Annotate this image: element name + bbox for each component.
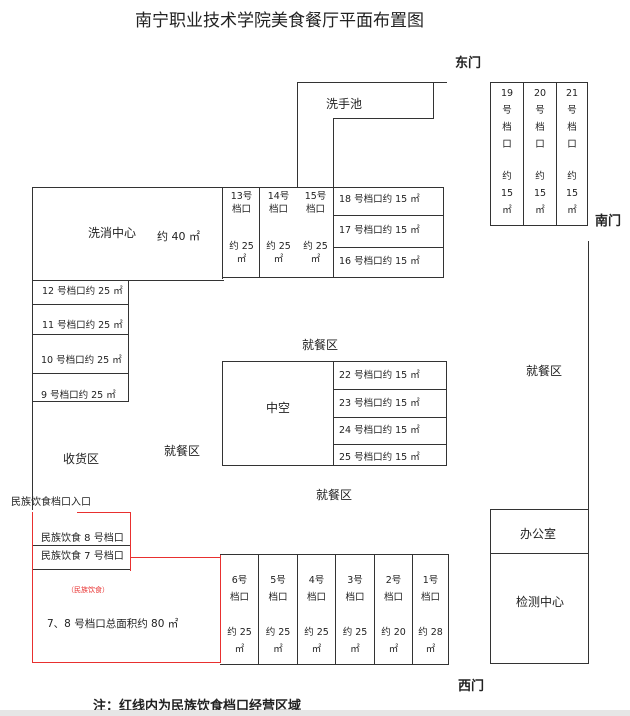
red-boundary — [77, 512, 130, 513]
wall — [32, 334, 128, 335]
wall — [32, 304, 128, 305]
wall — [259, 187, 260, 278]
stall-16: 16 号档口约 15 ㎡ — [339, 256, 420, 267]
wall — [333, 389, 446, 390]
wall — [490, 82, 587, 83]
dining-area-bottom: 就餐区 — [316, 488, 353, 502]
wall — [490, 553, 588, 554]
page-edge — [0, 710, 630, 716]
wall — [32, 373, 128, 374]
stall-25: 25 号档口约 15 ㎡ — [339, 452, 420, 463]
office-label: 办公室 — [520, 527, 557, 541]
wall — [220, 664, 448, 665]
wall — [335, 554, 336, 664]
wall — [222, 277, 444, 278]
dining-area-right: 就餐区 — [526, 364, 563, 378]
stall-18: 18 号档口约 15 ㎡ — [339, 194, 420, 205]
ethnic-entrance-label: 民族饮食档口入口 — [11, 497, 91, 508]
wall — [333, 417, 446, 418]
wall — [222, 361, 223, 466]
sink-label: 洗手池 — [326, 97, 363, 111]
wall — [490, 225, 587, 226]
wall — [490, 509, 491, 664]
ethnic-stall-8: 民族饮食 8 号档口 — [41, 533, 124, 544]
wall — [523, 82, 524, 226]
wall — [33, 569, 130, 570]
wall — [587, 82, 588, 226]
wall — [258, 554, 259, 664]
red-boundary — [32, 512, 33, 663]
wall — [333, 247, 443, 248]
west-gate-label: 西门 — [458, 679, 485, 694]
wall — [32, 187, 444, 188]
wall — [222, 465, 446, 466]
wall — [374, 554, 375, 664]
wall — [490, 663, 588, 664]
inspection-center-label: 检测中心 — [516, 595, 565, 609]
dining-area-left: 就餐区 — [164, 444, 201, 458]
atrium-label: 中空 — [266, 401, 291, 415]
ethnic-total-area: 7、8 号档口总面积约 80 ㎡ — [47, 618, 179, 630]
ethnic-stall-7: 民族饮食 7 号档口 — [41, 551, 124, 562]
wall — [333, 118, 434, 119]
wall — [443, 187, 444, 278]
wash-center-label: 洗消中心 — [88, 226, 137, 240]
wall — [297, 82, 447, 83]
wall — [333, 444, 446, 445]
wall — [32, 187, 33, 510]
wall — [220, 554, 448, 555]
stall-24: 24 号档口约 15 ㎡ — [339, 425, 420, 436]
wall — [490, 509, 588, 510]
wall — [222, 361, 446, 362]
wall — [297, 554, 298, 664]
wall — [556, 82, 557, 226]
red-boundary — [32, 662, 221, 663]
ethnic-tag: （民族饮食） — [67, 586, 109, 594]
wall — [33, 545, 130, 546]
stall-23: 23 号档口约 15 ㎡ — [339, 398, 420, 409]
wall — [297, 82, 298, 187]
wall — [448, 554, 449, 665]
red-boundary — [130, 512, 131, 571]
stall-9: 9 号档口约 25 ㎡ — [41, 390, 116, 401]
wall — [32, 401, 128, 402]
south-gate-label: 南门 — [595, 214, 622, 229]
red-boundary — [130, 557, 220, 558]
wall — [588, 241, 589, 664]
dining-area-top: 就餐区 — [302, 338, 339, 352]
wall — [433, 82, 434, 118]
stall-11: 11 号档口约 25 ㎡ — [42, 320, 123, 331]
wall — [490, 82, 491, 226]
stall-12: 12 号档口约 25 ㎡ — [42, 286, 123, 297]
wall — [333, 215, 443, 216]
wall — [446, 361, 447, 466]
receiving-area-label: 收货区 — [63, 452, 100, 466]
stall-22: 22 号档口约 15 ㎡ — [339, 370, 420, 381]
wall — [333, 361, 334, 466]
wash-center-area: 约 40 ㎡ — [157, 230, 200, 243]
east-gate-label: 东门 — [455, 56, 482, 71]
wall — [128, 280, 129, 402]
red-boundary — [220, 555, 221, 663]
page-title: 南宁职业技术学院美食餐厅平面布置图 — [135, 11, 424, 31]
wall — [412, 554, 413, 664]
wall — [333, 118, 334, 278]
stall-17: 17 号档口约 15 ㎡ — [339, 225, 420, 236]
wall — [222, 187, 223, 279]
stall-10: 10 号档口约 25 ㎡ — [41, 355, 122, 366]
